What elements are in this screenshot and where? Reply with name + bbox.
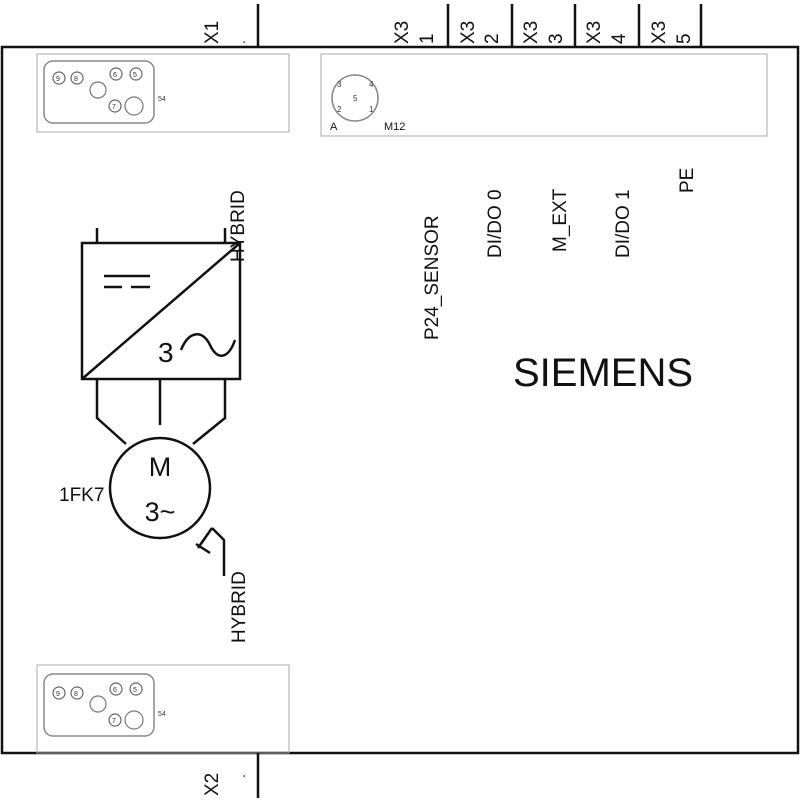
hybrid-top-pin-5-label: 5 xyxy=(133,72,137,79)
m12-pin-1-label: 1 xyxy=(369,105,374,114)
hybrid-top-tag: 54 xyxy=(158,96,166,103)
x3-pin-1: X3 1 xyxy=(392,4,450,47)
hybrid-connector-bottom-body xyxy=(43,673,155,737)
hybrid-bottom-pin-7 xyxy=(108,713,122,727)
x1-sub: . xyxy=(232,40,248,44)
x3-pin-1-name: X3 xyxy=(392,21,413,44)
hybrid-bottom-pin-9-label: 9 xyxy=(56,691,60,698)
hybrid-connector-bottom-frame xyxy=(36,664,290,754)
hybrid-connector-top: 9 8 6 5 7 54 xyxy=(36,53,290,133)
hybrid-bottom-pin-8-label: 8 xyxy=(74,691,78,698)
x2-sub: . xyxy=(232,774,248,778)
x2-footer: X2 . xyxy=(202,753,260,798)
x2-label: X2 xyxy=(202,773,223,796)
hybrid-bottom-power-insert xyxy=(124,710,144,730)
signal-di-do-1: DI/DO 1 xyxy=(613,189,634,258)
hybrid-bottom-pin-5 xyxy=(129,682,143,696)
m12-type-label: M12 xyxy=(384,121,405,133)
motor-model-label: 1FK7 xyxy=(59,485,104,506)
hybrid-top-pin-9 xyxy=(52,71,66,85)
hybrid-connector-top-frame xyxy=(36,53,290,133)
hybrid-bottom-pin-8 xyxy=(70,686,84,700)
hybrid-top-pin-7 xyxy=(108,99,122,113)
x3-pin-3: X3 3 xyxy=(521,4,577,47)
signal-di-do-0: DI/DO 0 xyxy=(485,189,506,258)
x3-pin-2-number: 2 xyxy=(482,33,503,44)
m12-pin-3-label: 3 xyxy=(337,80,342,89)
x1-header: X1 . xyxy=(202,4,260,47)
hybrid-top-hex xyxy=(89,81,107,99)
brand-logo-text: SIEMENS xyxy=(513,351,693,395)
hybrid-tap-bar xyxy=(195,542,211,555)
motor-phase-label: 3~ xyxy=(145,497,176,527)
hybrid-top-power-insert xyxy=(124,96,144,116)
m12-pin-2-label: 2 xyxy=(337,105,342,114)
hybrid-top-pin-9-label: 9 xyxy=(56,76,60,83)
x3-pin-5-number: 5 xyxy=(674,33,695,44)
m12-connector-frame xyxy=(320,53,768,137)
converter-diagonal xyxy=(81,242,241,380)
hybrid-tap-lead xyxy=(211,527,226,576)
hybrid-top-pin-7-label: 7 xyxy=(112,104,116,111)
x3-pin-1-number: 1 xyxy=(417,33,438,44)
x3-pin-4-number: 4 xyxy=(609,33,630,44)
motor-leads xyxy=(95,379,227,445)
hybrid-bottom-pin-6 xyxy=(109,682,123,696)
hybrid-bottom-pin-5-label: 5 xyxy=(133,687,137,694)
hybrid-bottom-pin-7-label: 7 xyxy=(112,718,116,725)
motor-symbol: M 3~ 1FK7 xyxy=(59,436,212,540)
x1-label: X1 xyxy=(202,21,223,44)
x3-pin-2-name: X3 xyxy=(458,21,479,44)
x3-signal-labels: P24_SENSOR DI/DO 0 M_EXT DI/DO 1 PE xyxy=(422,168,698,340)
m12-pin-5-label: 5 xyxy=(353,94,358,103)
signal-p24-sensor: P24_SENSOR xyxy=(422,215,443,340)
converter-symbol: 3 xyxy=(80,228,242,381)
motor-circle xyxy=(108,436,212,540)
hybrid-label-top: HYBRID xyxy=(228,190,249,262)
hybrid-top-pin-8-label: 8 xyxy=(74,76,78,83)
m12-pin-4-label: 4 xyxy=(369,80,374,89)
x3-header: X3 1 X3 2 X3 3 X3 4 X3 5 xyxy=(392,4,703,47)
module-frame xyxy=(0,45,800,755)
x3-pin-3-name: X3 xyxy=(521,21,542,44)
motor-lead-right xyxy=(192,379,227,445)
x3-pin-5-name: X3 xyxy=(649,21,670,44)
hybrid-bottom-hex xyxy=(89,695,107,713)
x3-pin-2: X3 2 xyxy=(458,4,514,47)
hybrid-top-pin-5 xyxy=(129,67,143,81)
x3-pin-4-name: X3 xyxy=(584,21,605,44)
converter-phase-count: 3 xyxy=(158,337,174,368)
hybrid-connector-bottom: 9 8 6 5 7 54 xyxy=(36,664,290,754)
hybrid-bottom-pin-9 xyxy=(52,686,66,700)
hybrid-bottom-pin-6-label: 6 xyxy=(113,687,117,694)
signal-pe: PE xyxy=(677,168,698,193)
hybrid-top-pin-8 xyxy=(70,71,84,85)
signal-m-ext: M_EXT xyxy=(550,188,571,252)
ac-wave-icon xyxy=(179,333,237,357)
x3-pin-5: X3 5 xyxy=(649,4,703,47)
hybrid-top-pin-6 xyxy=(109,67,123,81)
m12-connector: 3 4 5 2 1 A M12 xyxy=(320,53,768,137)
x3-pin-4: X3 4 xyxy=(584,4,641,47)
m12-connector-body xyxy=(331,74,379,122)
hybrid-connector-top-body xyxy=(43,60,155,124)
hybrid-bottom-tag: 54 xyxy=(158,711,166,718)
x3-pin-3-number: 3 xyxy=(546,33,567,44)
hybrid-top-pin-6-label: 6 xyxy=(113,72,117,79)
hybrid-tap xyxy=(195,527,226,576)
motor-m-label: M xyxy=(149,452,172,482)
m12-coding-label: A xyxy=(330,121,338,133)
motor-lead-left xyxy=(95,379,127,445)
hybrid-label-bottom: HYBRID xyxy=(229,571,250,643)
hybrid-tap-line xyxy=(196,527,214,549)
